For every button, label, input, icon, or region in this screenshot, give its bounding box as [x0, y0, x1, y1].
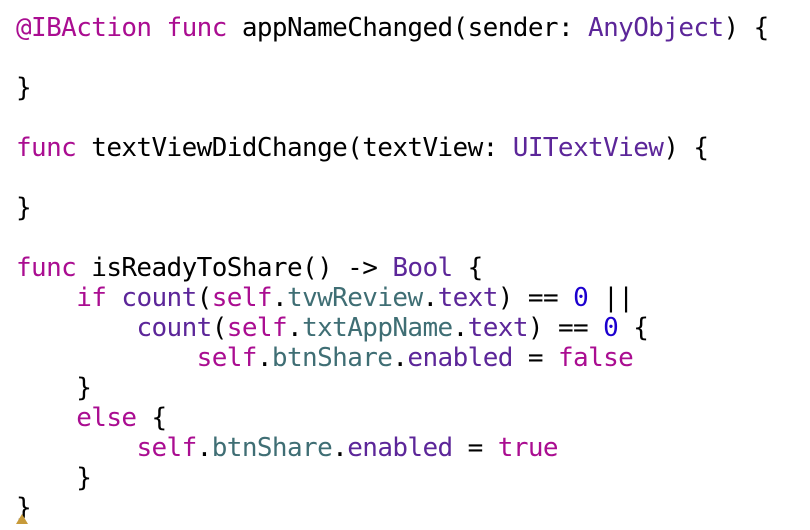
code-token: 0 — [573, 283, 589, 313]
code-token: Bool — [392, 253, 453, 283]
code-lines: @IBAction func appNameChanged(sender: An… — [16, 13, 810, 523]
code-token: . — [196, 433, 213, 463]
code-token: func — [16, 133, 77, 163]
code-token: = — [512, 343, 558, 373]
code-line[interactable]: } — [16, 73, 810, 103]
code-token: || — [588, 283, 634, 313]
code-token: txtAppName — [302, 313, 453, 343]
code-token: } — [16, 73, 32, 103]
code-token: text — [437, 283, 499, 313]
code-token: . — [392, 343, 408, 373]
code-token: count — [121, 283, 197, 313]
code-token: @IBAction — [16, 13, 152, 43]
code-line[interactable]: } — [16, 493, 810, 523]
code-line[interactable]: self.btnShare.enabled = true — [16, 433, 810, 463]
code-line[interactable]: if count(self.tvwReview.text) == 0 || — [16, 283, 810, 313]
code-token: textViewDidChange(textView: — [76, 133, 513, 163]
code-token: . — [287, 313, 303, 343]
code-token: } — [16, 193, 32, 223]
code-token — [16, 403, 76, 433]
code-token: self — [211, 283, 273, 313]
code-token: else — [76, 403, 137, 433]
code-token: } — [16, 463, 92, 493]
code-line[interactable]: @IBAction func appNameChanged(sender: An… — [16, 13, 810, 43]
code-token: isReadyToShare() -> — [76, 253, 393, 283]
code-token: . — [452, 313, 469, 343]
code-token — [16, 343, 197, 373]
code-token: { — [452, 253, 484, 283]
code-token: true — [497, 433, 559, 463]
code-token: self — [136, 433, 197, 463]
code-token: ( — [196, 283, 213, 313]
code-token: false — [557, 343, 634, 373]
code-token: ) == — [497, 283, 574, 313]
code-line[interactable]: } — [16, 193, 810, 223]
code-line[interactable] — [16, 103, 810, 133]
code-token: . — [256, 343, 273, 373]
code-token: func — [16, 253, 77, 283]
code-line[interactable]: self.btnShare.enabled = false — [16, 343, 810, 373]
code-token: text — [467, 313, 529, 343]
code-token — [106, 283, 121, 313]
code-token: ( — [211, 313, 228, 343]
folding-caret-icon[interactable] — [16, 514, 28, 524]
code-token: enabled — [347, 433, 453, 463]
code-line[interactable] — [16, 223, 810, 253]
code-token: { — [136, 403, 167, 433]
code-token: } — [16, 373, 92, 403]
code-token: if — [76, 283, 107, 313]
code-token — [16, 283, 76, 313]
code-line[interactable] — [16, 43, 810, 73]
code-token: . — [422, 283, 439, 313]
code-token: appNameChanged(sender: — [226, 13, 589, 43]
code-token: self — [196, 343, 258, 373]
code-token: . — [332, 433, 348, 463]
code-token: btnShare — [271, 343, 393, 373]
code-token — [151, 13, 166, 43]
code-token: = — [452, 433, 498, 463]
code-token: UITextView — [512, 133, 664, 163]
code-token: ) == — [527, 313, 604, 343]
code-line[interactable] — [16, 163, 810, 193]
code-token: enabled — [407, 343, 513, 373]
code-line[interactable]: else { — [16, 403, 810, 433]
code-token: tvwReview — [287, 283, 423, 313]
code-token: func — [166, 13, 228, 43]
code-line[interactable]: } — [16, 373, 810, 403]
code-token: self — [226, 313, 288, 343]
code-token — [16, 313, 136, 343]
code-token: 0 — [603, 313, 619, 343]
code-token — [16, 433, 136, 463]
code-token: { — [618, 313, 649, 343]
code-token: ) { — [723, 13, 770, 43]
code-token: btnShare — [211, 433, 333, 463]
code-token: ) { — [663, 133, 709, 163]
code-line[interactable]: func isReadyToShare() -> Bool { — [16, 253, 810, 283]
code-token: count — [136, 313, 212, 343]
code-token: AnyObject — [588, 13, 724, 43]
code-line[interactable]: func textViewDidChange(textView: UITextV… — [16, 133, 810, 163]
code-line[interactable]: } — [16, 463, 810, 493]
code-line[interactable]: count(self.txtAppName.text) == 0 { — [16, 313, 810, 343]
code-token: . — [271, 283, 288, 313]
